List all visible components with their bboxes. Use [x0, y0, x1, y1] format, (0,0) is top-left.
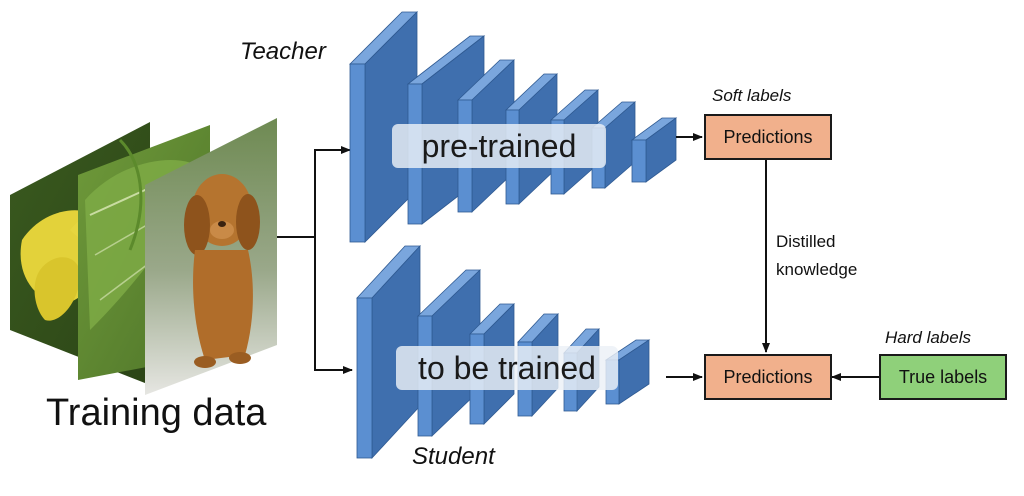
teacher-label: Teacher: [240, 38, 326, 65]
hard-labels-label: Hard labels: [885, 328, 971, 347]
knowledge-line: knowledge: [776, 260, 858, 279]
dog-image: [145, 118, 277, 395]
student-overlay: to be trained: [396, 346, 618, 390]
student-predictions-box: Predictions: [704, 354, 832, 400]
distilled-line: Distilled: [776, 232, 836, 251]
soft-labels-label: Soft labels: [712, 86, 792, 105]
distilled-knowledge-label: Distilled knowledge: [776, 228, 857, 284]
student-label: Student: [412, 443, 495, 470]
teacher-overlay: pre-trained: [392, 124, 606, 168]
teacher-layer-6: [590, 101, 637, 189]
training-data-label: Training data: [46, 392, 267, 434]
teacher-layer-7: [630, 117, 678, 183]
teacher-layer-1: [349, 11, 418, 243]
teacher-predictions-box: Predictions: [704, 114, 832, 160]
training-images: [10, 118, 277, 395]
input-connectors: [277, 146, 353, 374]
true-labels-box: True labels: [879, 354, 1007, 400]
teacher-network: [349, 11, 678, 243]
